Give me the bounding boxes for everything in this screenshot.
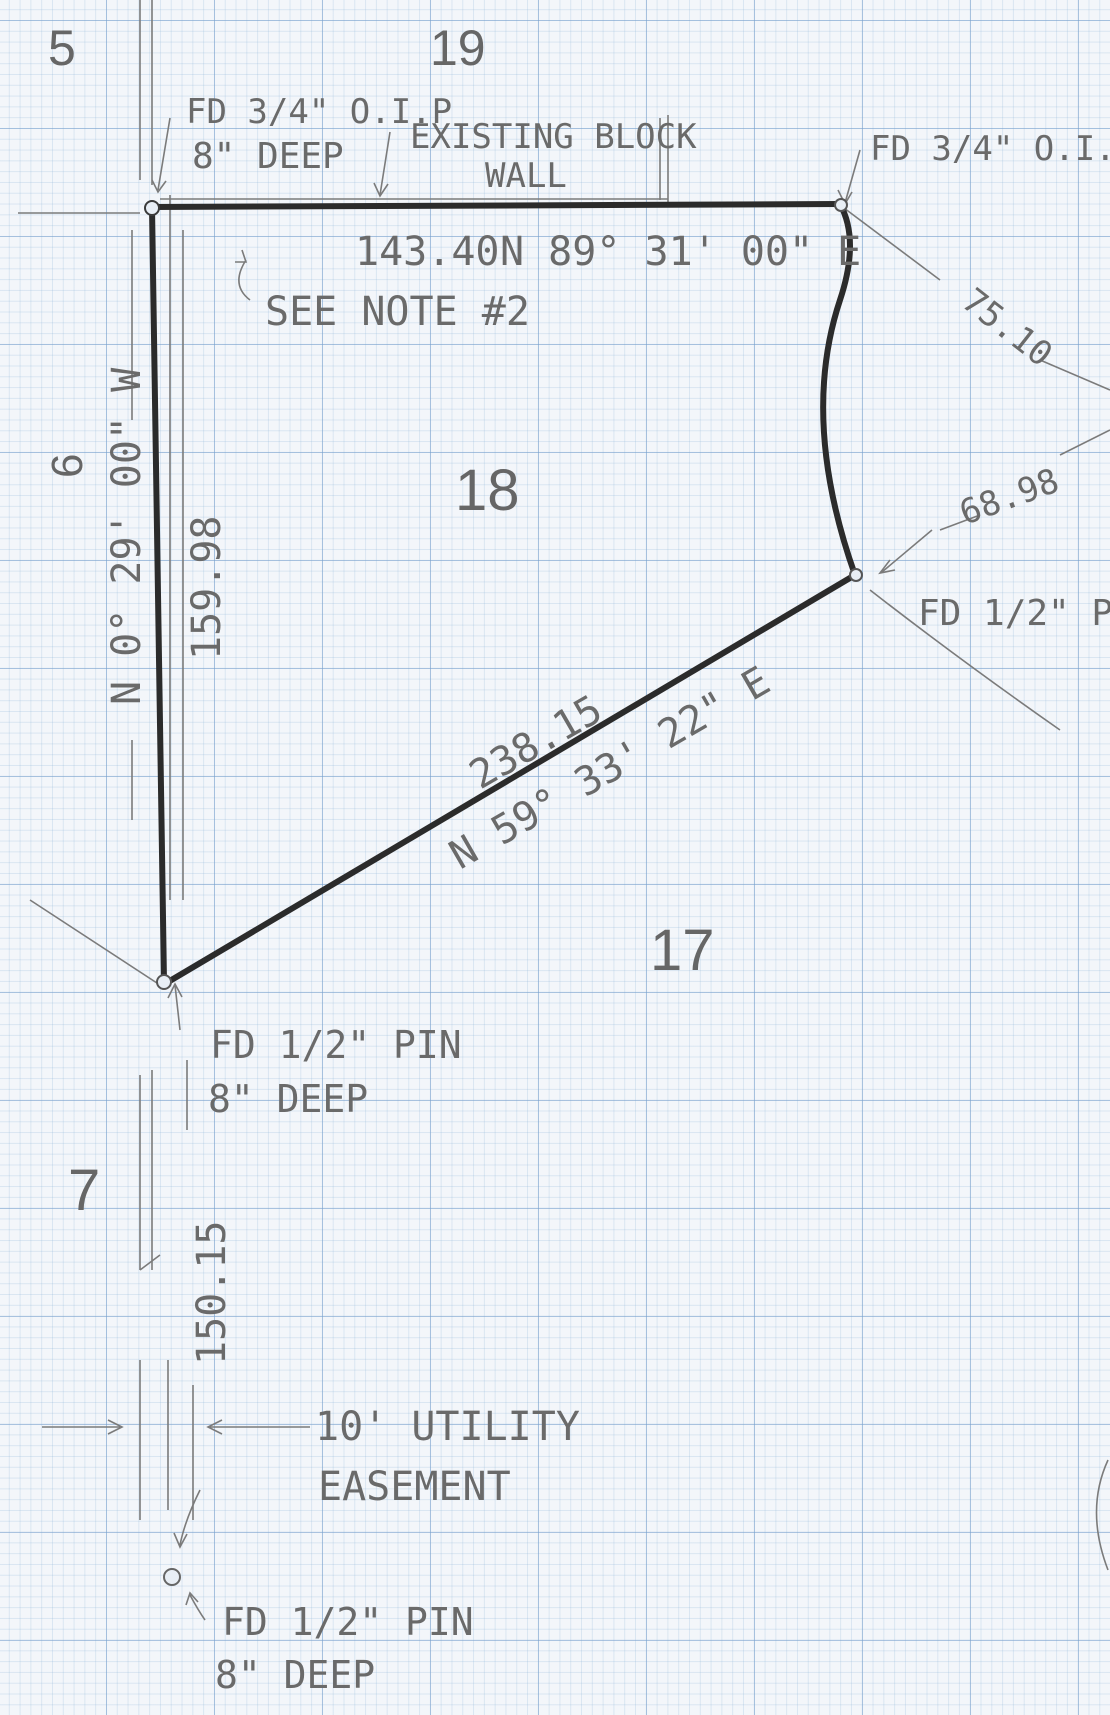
see-note-label: SEE NOTE #2 — [265, 289, 530, 335]
nw-corner-depth: 8" DEEP — [192, 136, 344, 177]
south-pin-depth: 8" DEEP — [215, 1653, 375, 1697]
north-line — [149, 201, 843, 210]
monument-ne — [834, 198, 848, 212]
curve-chord: 75.10 — [954, 281, 1059, 376]
west-bearing: N 0° 29' 00" W — [104, 367, 150, 705]
easement-label-line1: 10' UTILITY — [315, 1404, 580, 1450]
wall-label-line2: WALL — [485, 156, 567, 196]
lot-number-5: 5 — [48, 20, 76, 76]
ne-corner-label: FD 3/4" O.I.P — [870, 129, 1110, 169]
curve-arc: 68.98 — [954, 461, 1064, 534]
south-extension-distance: 150.15 — [189, 1221, 235, 1366]
lot-number-7: 7 — [68, 1158, 100, 1223]
south-pin-label: FD 1/2" PIN — [222, 1600, 474, 1644]
lot-number-18: 18 — [455, 458, 520, 523]
leader-arrows — [107, 117, 981, 1621]
monument-sw — [156, 974, 172, 990]
lot-number-17: 17 — [650, 918, 715, 983]
west-distance: 159.98 — [184, 516, 230, 661]
se-corner-label: FD 1/2" PIN — [918, 593, 1110, 634]
sw-corner-label: FD 1/2" PIN — [210, 1023, 462, 1067]
wall-label-line1: EXISTING BLOCK — [410, 117, 697, 157]
curve-line — [820, 201, 858, 578]
nw-corner-label: FD 3/4" O.I.P — [186, 92, 452, 132]
lot-number-6: 6 — [43, 454, 92, 478]
lot-number-19: 19 — [430, 20, 486, 76]
southeast-line — [165, 572, 858, 985]
north-distance: 143.40 — [355, 229, 500, 275]
lot-boundary — [149, 201, 858, 985]
easement-label-line2: EASEMENT — [318, 1464, 511, 1510]
monument-south — [163, 1568, 181, 1586]
monument-se — [849, 568, 863, 582]
monuments — [144, 198, 863, 1586]
west-line — [149, 204, 167, 985]
monument-nw — [144, 200, 160, 216]
north-bearing: N 89° 31' 00" E — [500, 229, 861, 275]
sw-corner-depth: 8" DEEP — [208, 1077, 368, 1121]
